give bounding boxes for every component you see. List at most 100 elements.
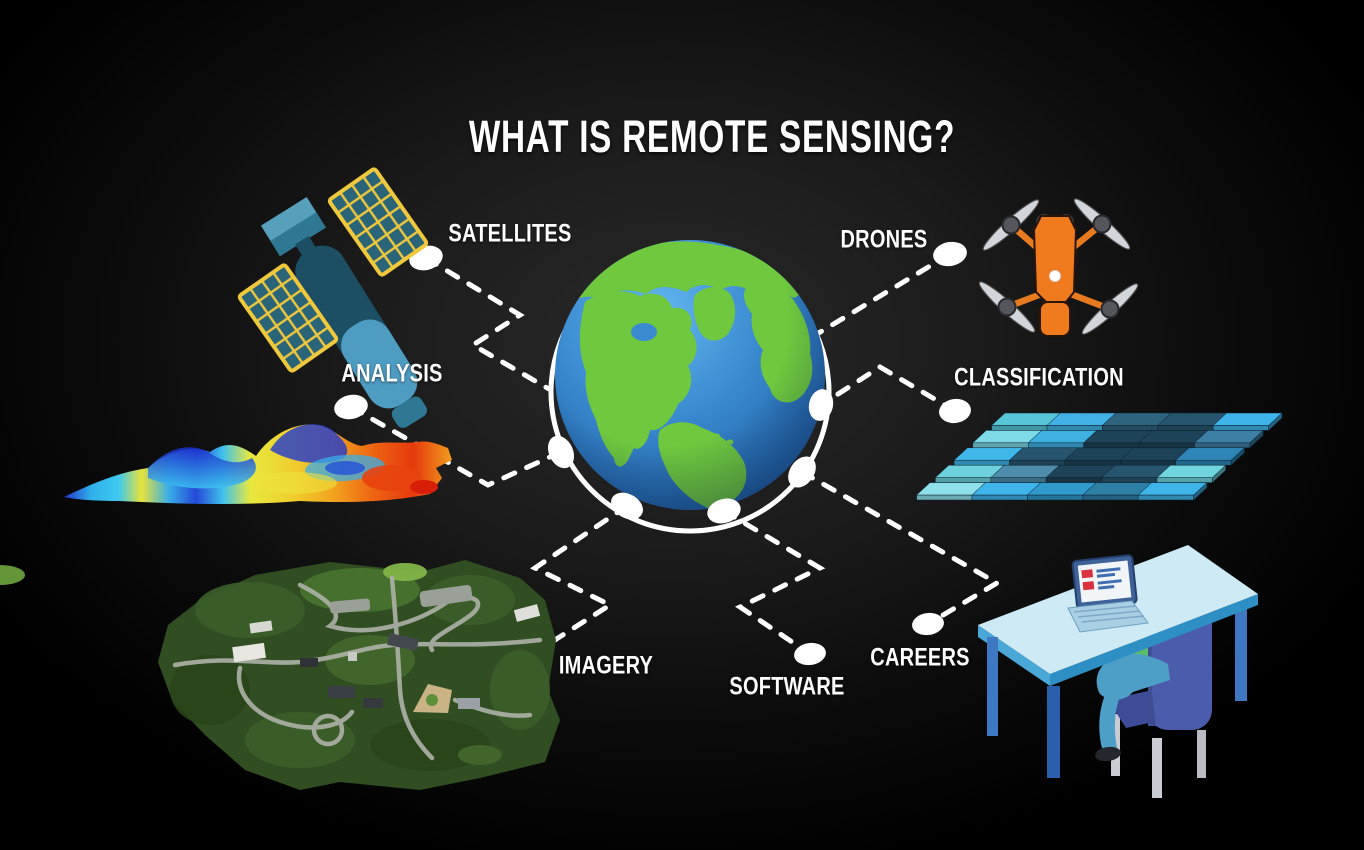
- classification-tile-edge: [1120, 459, 1176, 466]
- classification-tile-edge: [1194, 442, 1251, 449]
- satellite-icon: [237, 167, 429, 428]
- chair-leg: [1152, 738, 1162, 798]
- connector-analysis: [348, 404, 564, 488]
- connector-imagery: [525, 503, 630, 660]
- node-drones: [933, 241, 967, 267]
- person-at-desk-with-laptop-icon: [978, 545, 1258, 798]
- drone-led: [1049, 270, 1061, 282]
- person-thigh: [1096, 653, 1170, 700]
- node-careers: [912, 612, 944, 636]
- ring-node: [547, 435, 575, 469]
- classification-tile: [1193, 430, 1264, 444]
- satellite-dish-shadow: [270, 212, 326, 257]
- terrain-yellow-band: [253, 472, 337, 494]
- classification-tile-edge: [1212, 425, 1269, 431]
- classification-tile-edge: [1009, 459, 1066, 466]
- classification-tile-edge: [1027, 494, 1084, 501]
- solar-panel: [237, 263, 339, 373]
- classification-tile: [1175, 447, 1246, 461]
- label-imagery: IMAGERY: [558, 651, 654, 680]
- ring-node: [788, 456, 816, 488]
- terrain-blue-ridge: [148, 447, 256, 489]
- classification-tile-edge: [935, 477, 991, 483]
- classification-tile-edge: [991, 425, 1048, 431]
- classification-tile-edge: [1083, 442, 1140, 449]
- classification-tile-edge: [1157, 425, 1214, 431]
- node-analysis: [334, 394, 368, 420]
- connector-nodes: [334, 241, 971, 669]
- connector-satellites: [423, 255, 552, 392]
- classification-tile-edge: [1082, 494, 1139, 501]
- terrain-hotspot: [362, 465, 422, 491]
- desk-leg: [987, 637, 998, 736]
- ring-node: [707, 498, 741, 524]
- classification-tile-edge: [990, 477, 1047, 483]
- label-analysis: ANALYSIS: [341, 359, 443, 388]
- classification-tile: [1212, 412, 1283, 426]
- laptop-screen-red-item: [1082, 581, 1095, 591]
- quadcopter-drone-icon: [978, 198, 1139, 337]
- classification-tile-edge: [1137, 494, 1194, 501]
- connector-lines: [348, 251, 1002, 660]
- classification-tile-edge: [1175, 459, 1232, 466]
- label-satellites: SATELLITES: [448, 219, 572, 248]
- classification-tile-edge: [1102, 425, 1159, 431]
- classification-tile: [1156, 464, 1227, 478]
- terrain-surface: [64, 424, 452, 505]
- terrain-heatmap-surface-icon: [64, 424, 452, 505]
- classified-pixel-grid-icon: [915, 412, 1283, 501]
- laptop-keyboard: [1067, 600, 1149, 633]
- node-software: [794, 642, 826, 666]
- drone-fuselage: [1032, 215, 1078, 303]
- connector-classification: [818, 364, 958, 414]
- satellite-tail: [391, 396, 428, 428]
- laptop: [1071, 554, 1138, 610]
- classification-tile-edge: [1046, 425, 1103, 431]
- imagery-parking-lot: [329, 584, 473, 614]
- terrain-deep-basin: [325, 461, 365, 475]
- connector-drones: [809, 251, 953, 340]
- page-title: WHAT IS REMOTE SENSING?: [468, 111, 956, 162]
- chair-leg: [1197, 730, 1206, 778]
- node-classification: [939, 398, 971, 424]
- laptop-screen-text-rows: [1096, 567, 1122, 590]
- connector-careers: [799, 469, 1002, 627]
- imagery-buildings: [232, 604, 541, 709]
- classification-tile-edge: [916, 494, 973, 501]
- classification-tile-edge: [1156, 477, 1213, 483]
- drone-motors: [997, 214, 1120, 319]
- label-careers: CAREERS: [870, 643, 970, 672]
- classification-tile-edge: [1045, 477, 1102, 483]
- aerial-orthophoto-icon: [0, 560, 560, 790]
- desk-edge-front-right: [1050, 594, 1258, 686]
- label-drones: DRONES: [840, 225, 928, 254]
- classification-tile-edge: [971, 494, 1028, 501]
- satellite-neck: [295, 235, 317, 257]
- solar-panel: [327, 167, 429, 277]
- connector-software: [721, 508, 826, 657]
- desk-leg: [1047, 686, 1060, 778]
- ring-node: [808, 389, 834, 421]
- terrain-blue-peak: [270, 424, 348, 464]
- imagery-baseball-field: [413, 684, 452, 713]
- classification-tile-edge: [1028, 442, 1084, 449]
- drone-battery: [1039, 301, 1071, 337]
- classification-tile-edge: [1138, 442, 1195, 449]
- classification-tile: [1137, 482, 1208, 496]
- desk-leg: [1235, 598, 1247, 701]
- classification-tile-edge: [1101, 477, 1158, 483]
- person-shin: [1099, 688, 1122, 748]
- classification-tile-edge: [953, 459, 1010, 466]
- earth-globe-icon: [555, 240, 825, 510]
- label-classification: CLASSIFICATION: [954, 363, 1124, 392]
- ring-node: [611, 492, 643, 520]
- classification-tile-edge: [1064, 459, 1121, 466]
- laptop-screen-red-item: [1081, 569, 1094, 579]
- laptop-keys: [1073, 605, 1145, 623]
- terrain-hotspot-core: [410, 480, 438, 494]
- label-software: SOFTWARE: [729, 672, 845, 701]
- person-shoe: [1095, 746, 1121, 762]
- satellite-body-light: [341, 319, 418, 409]
